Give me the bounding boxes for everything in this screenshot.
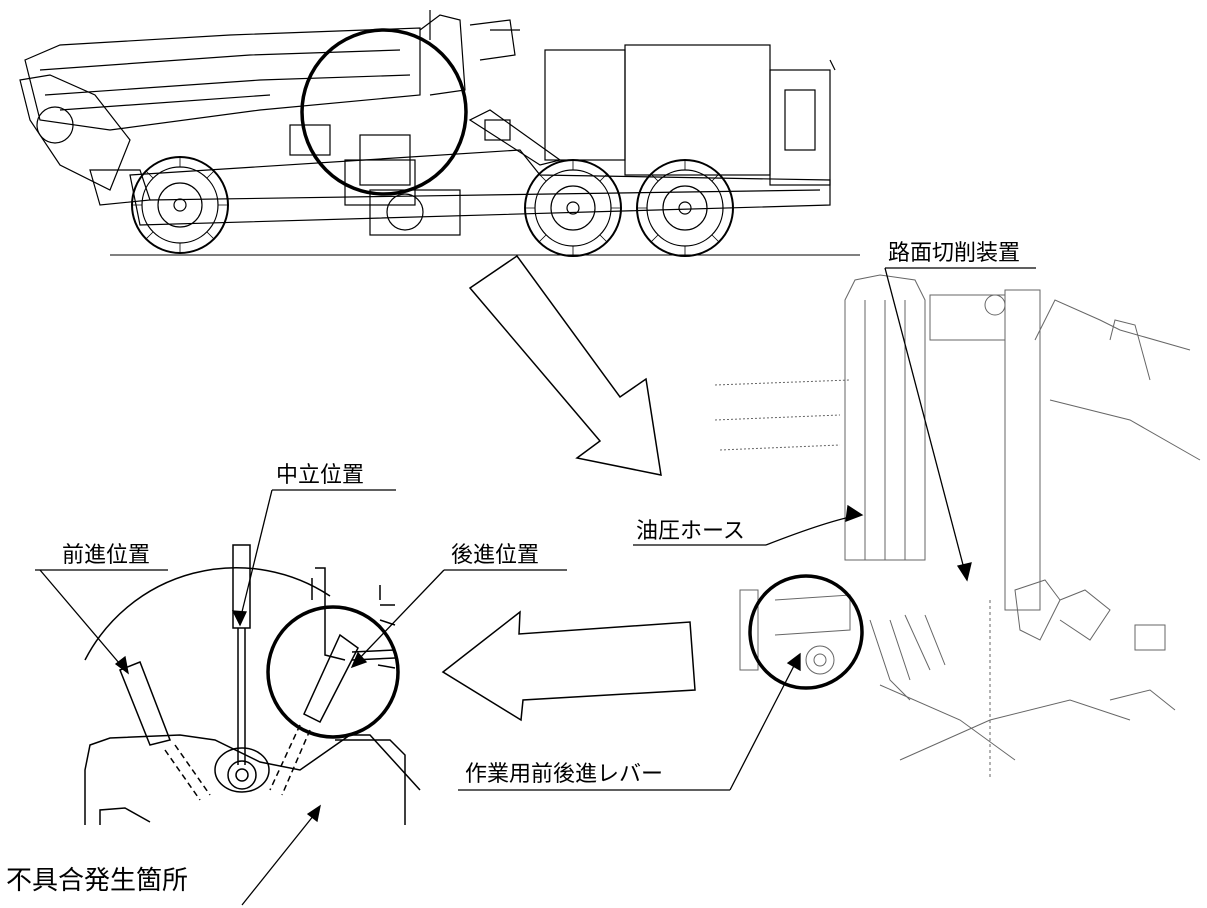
defect-location-label: 不具合発生箇所 xyxy=(6,866,189,896)
forward-lever xyxy=(119,661,211,801)
lever-closeup xyxy=(84,544,421,825)
forward-position-label: 前進位置 xyxy=(62,543,151,568)
reverse-lever xyxy=(269,633,359,796)
lever-highlight-circle xyxy=(266,605,400,739)
leader-lines xyxy=(35,267,1036,906)
zoom-detail-view xyxy=(714,274,1201,780)
neutral-position-label: 中立位置 xyxy=(276,463,365,488)
zoom-arrow-diagonal xyxy=(468,254,662,476)
detail-highlight-circle xyxy=(748,574,864,690)
vehicle-side-view xyxy=(19,10,860,257)
reverse-position-label: 後進位置 xyxy=(451,543,540,568)
road-cutting-device-label: 路面切削装置 xyxy=(888,241,1021,266)
zoom-arrow-left xyxy=(441,610,696,722)
hydraulic-hose-label: 油圧ホース xyxy=(636,519,745,544)
work-lever-label: 作業用前後進レバー xyxy=(465,762,664,787)
vehicle-highlight-circle xyxy=(300,28,468,196)
